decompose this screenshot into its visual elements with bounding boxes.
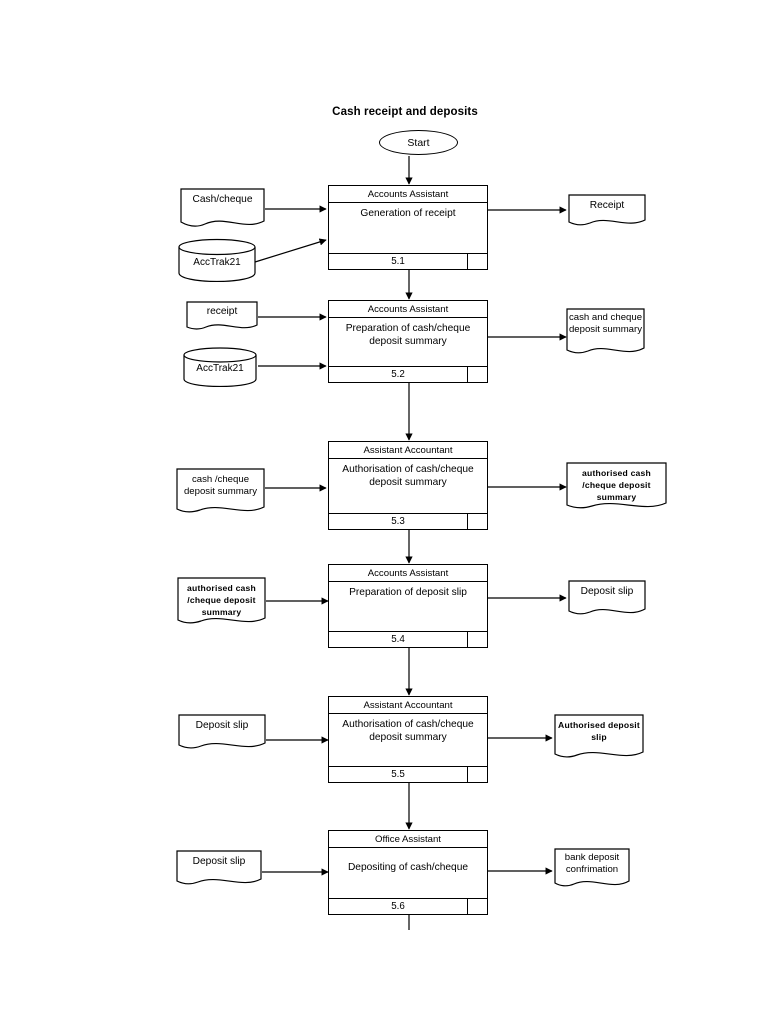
process-corner-cell bbox=[467, 367, 487, 382]
input-document-deposit-slip-5-5[interactable]: Deposit slip bbox=[178, 714, 266, 754]
document-label: Authorised deposit slip bbox=[558, 720, 640, 742]
document-label: Deposit slip bbox=[580, 586, 634, 597]
document-shape bbox=[568, 194, 646, 226]
process-corner-cell bbox=[467, 767, 487, 782]
document-shape bbox=[554, 848, 630, 887]
document-label: authorised cash /cheque deposit summary bbox=[187, 583, 256, 617]
process-footer: 5.6 bbox=[329, 898, 487, 914]
input-document-cash-cheque-deposit-summary[interactable]: cash /cheque deposit summary bbox=[176, 468, 265, 518]
process-box-5-6[interactable]: Office Assistant Depositing of cash/cheq… bbox=[328, 830, 488, 915]
process-number: 5.4 bbox=[391, 634, 405, 645]
input-document-authorised-deposit-summary[interactable]: authorised cash /cheque deposit summary bbox=[177, 577, 266, 629]
start-terminator[interactable]: Start bbox=[379, 130, 458, 155]
document-label: authorised cash /cheque deposit summary bbox=[582, 468, 651, 502]
output-document-deposit-slip[interactable]: Deposit slip bbox=[568, 580, 646, 620]
document-label: Cash/cheque bbox=[192, 194, 253, 205]
document-label: Receipt bbox=[589, 200, 625, 211]
document-label: Deposit slip bbox=[192, 856, 246, 867]
process-action: Authorisation of cash/cheque deposit sum… bbox=[342, 719, 474, 743]
process-box-5-5[interactable]: Assistant Accountant Authorisation of ca… bbox=[328, 696, 488, 783]
database-label: AccTrak21 bbox=[193, 257, 241, 268]
process-corner-cell bbox=[467, 899, 487, 914]
document-label: receipt bbox=[206, 306, 238, 317]
document-shape bbox=[180, 188, 265, 227]
process-footer: 5.5 bbox=[329, 766, 487, 782]
process-role: Accounts Assistant bbox=[329, 186, 487, 203]
process-action: Preparation of deposit slip bbox=[349, 587, 467, 598]
process-box-5-2[interactable]: Accounts Assistant Preparation of cash/c… bbox=[328, 300, 488, 383]
input-document-deposit-slip-5-6[interactable]: Deposit slip bbox=[176, 850, 262, 890]
output-document-bank-deposit-confirmation[interactable]: bank deposit confrimation bbox=[554, 848, 630, 892]
process-footer: 5.1 bbox=[329, 253, 487, 269]
process-action: Generation of receipt bbox=[360, 208, 456, 219]
connector-db-to-5-1 bbox=[254, 238, 327, 263]
process-action: Authorisation of cash/cheque deposit sum… bbox=[342, 464, 474, 488]
document-shape bbox=[566, 462, 667, 509]
cylinder-shape bbox=[183, 347, 257, 387]
process-corner-cell bbox=[467, 254, 487, 269]
document-shape bbox=[554, 714, 644, 758]
start-label: Start bbox=[407, 136, 430, 149]
output-document-authorised-deposit-slip[interactable]: Authorised deposit slip bbox=[554, 714, 644, 763]
database-label: AccTrak21 bbox=[196, 363, 244, 374]
document-shape bbox=[177, 577, 266, 624]
process-role: Accounts Assistant bbox=[329, 565, 487, 582]
output-document-receipt[interactable]: Receipt bbox=[568, 194, 646, 230]
document-shape bbox=[176, 850, 262, 885]
process-footer: 5.2 bbox=[329, 366, 487, 382]
output-document-cash-cheque-deposit-summary[interactable]: cash and cheque deposit summary bbox=[566, 308, 645, 359]
process-action: Depositing of cash/cheque bbox=[347, 862, 469, 873]
input-document-receipt[interactable]: receipt bbox=[186, 301, 258, 334]
document-shape bbox=[566, 308, 645, 354]
process-number: 5.3 bbox=[391, 516, 405, 527]
document-shape bbox=[186, 301, 258, 330]
document-shape bbox=[568, 580, 646, 615]
process-number: 5.5 bbox=[391, 769, 405, 780]
process-footer: 5.3 bbox=[329, 513, 487, 529]
document-label: bank deposit confrimation bbox=[564, 852, 620, 875]
document-label: cash /cheque deposit summary bbox=[183, 474, 258, 497]
process-action: Preparation of cash/cheque deposit summa… bbox=[345, 323, 471, 347]
process-corner-cell bbox=[467, 632, 487, 647]
document-shape bbox=[178, 714, 266, 749]
process-role: Office Assistant bbox=[329, 831, 487, 848]
diagram-title: Cash receipt and deposits bbox=[332, 106, 478, 118]
document-shape bbox=[176, 468, 265, 513]
process-role: Accounts Assistant bbox=[329, 301, 487, 318]
process-footer: 5.4 bbox=[329, 631, 487, 647]
process-box-5-3[interactable]: Assistant Accountant Authorisation of ca… bbox=[328, 441, 488, 530]
database-acctrak21-a[interactable]: AccTrak21 bbox=[178, 238, 256, 282]
database-acctrak21-b[interactable]: AccTrak21 bbox=[183, 347, 257, 387]
input-document-cash-cheque[interactable]: Cash/cheque bbox=[180, 188, 265, 232]
process-corner-cell bbox=[467, 514, 487, 529]
process-role: Assistant Accountant bbox=[329, 442, 487, 459]
document-label: Deposit slip bbox=[195, 720, 249, 731]
output-document-authorised-deposit-summary[interactable]: authorised cash /cheque deposit summary bbox=[566, 462, 667, 514]
process-role: Assistant Accountant bbox=[329, 697, 487, 714]
process-number: 5.2 bbox=[391, 369, 405, 380]
document-label: cash and cheque deposit summary bbox=[568, 312, 643, 335]
process-box-5-4[interactable]: Accounts Assistant Preparation of deposi… bbox=[328, 564, 488, 648]
cylinder-shape bbox=[178, 238, 256, 282]
process-box-5-1[interactable]: Accounts Assistant Generation of receipt… bbox=[328, 185, 488, 270]
process-number: 5.6 bbox=[391, 901, 405, 912]
process-number: 5.1 bbox=[391, 256, 405, 267]
